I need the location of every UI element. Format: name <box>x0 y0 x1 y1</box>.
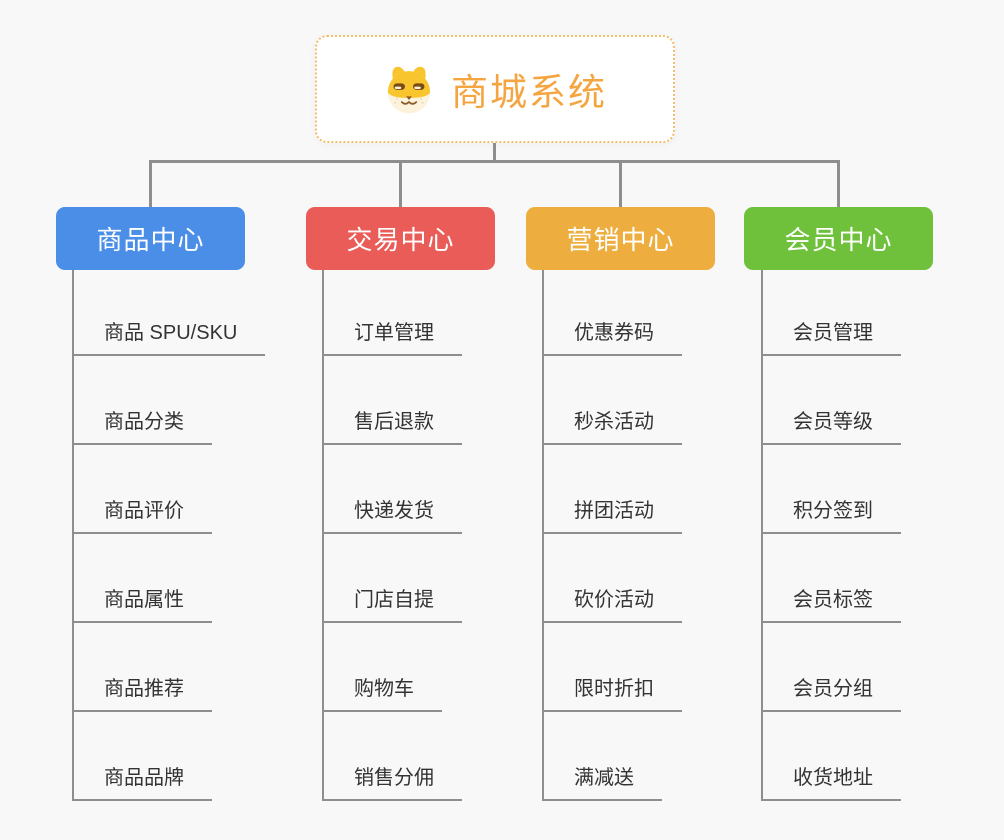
connector-drop-4 <box>837 160 840 207</box>
node-item[interactable]: 商品 SPU/SKU <box>72 267 266 356</box>
node-item[interactable]: 快递发货 <box>322 445 462 534</box>
node-item[interactable]: 会员管理 <box>761 267 901 356</box>
connector-root-stem <box>493 143 496 162</box>
node-item[interactable]: 会员标签 <box>761 534 901 623</box>
branch-1-spine <box>72 270 74 801</box>
node-item[interactable]: 秒杀活动 <box>542 356 682 445</box>
node-item[interactable]: 购物车 <box>322 623 442 712</box>
branch-4-items: 会员管理 会员等级 积分签到 会员标签 会员分组 收货地址 <box>761 267 901 801</box>
branch-3-items: 优惠券码 秒杀活动 拼团活动 砍价活动 限时折扣 满减送 <box>542 267 682 801</box>
node-item[interactable]: 商品推荐 <box>72 623 212 712</box>
node-item[interactable]: 门店自提 <box>322 534 462 623</box>
node-item[interactable]: 收货地址 <box>761 712 901 801</box>
branch-2-items: 订单管理 售后退款 快递发货 门店自提 购物车 销售分佣 <box>322 267 462 801</box>
branch-1-items: 商品 SPU/SKU 商品分类 商品评价 商品属性 商品推荐 商品品牌 <box>72 267 266 801</box>
branch-title: 交易中心 <box>346 225 455 255</box>
node-item[interactable]: 商品属性 <box>72 534 212 623</box>
node-item[interactable]: 限时折扣 <box>542 623 682 712</box>
connector-bus <box>149 160 840 163</box>
branch-title: 会员中心 <box>784 225 893 255</box>
node-item[interactable]: 会员等级 <box>761 356 901 445</box>
branch-box-product-center[interactable]: 商品中心 <box>56 207 245 270</box>
branch-title: 商品中心 <box>96 225 205 255</box>
node-item[interactable]: 商品评价 <box>72 445 212 534</box>
node-item[interactable]: 订单管理 <box>322 267 462 356</box>
branch-title: 营销中心 <box>566 225 675 255</box>
node-item[interactable]: 满减送 <box>542 712 662 801</box>
node-item[interactable]: 积分签到 <box>761 445 901 534</box>
connector-drop-2 <box>399 160 402 207</box>
node-item[interactable]: 砍价活动 <box>542 534 682 623</box>
node-item[interactable]: 售后退款 <box>322 356 462 445</box>
node-item[interactable]: 商品分类 <box>72 356 212 445</box>
root-node[interactable]: 商城系统 <box>315 35 675 143</box>
node-item[interactable]: 拼团活动 <box>542 445 682 534</box>
branch-box-member-center[interactable]: 会员中心 <box>744 207 933 270</box>
connector-drop-3 <box>619 160 622 207</box>
node-item[interactable]: 优惠券码 <box>542 267 682 356</box>
branch-3-spine <box>542 270 544 801</box>
node-item[interactable]: 销售分佣 <box>322 712 462 801</box>
branch-box-marketing-center[interactable]: 营销中心 <box>526 207 715 270</box>
node-item[interactable]: 会员分组 <box>761 623 901 712</box>
node-item[interactable]: 商品品牌 <box>72 712 212 801</box>
dog-face-icon <box>387 66 431 114</box>
branch-4-spine <box>761 270 763 801</box>
branch-box-trade-center[interactable]: 交易中心 <box>306 207 495 270</box>
connector-drop-1 <box>149 160 152 207</box>
root-title: 商城系统 <box>451 72 607 113</box>
branch-2-spine <box>322 270 324 801</box>
